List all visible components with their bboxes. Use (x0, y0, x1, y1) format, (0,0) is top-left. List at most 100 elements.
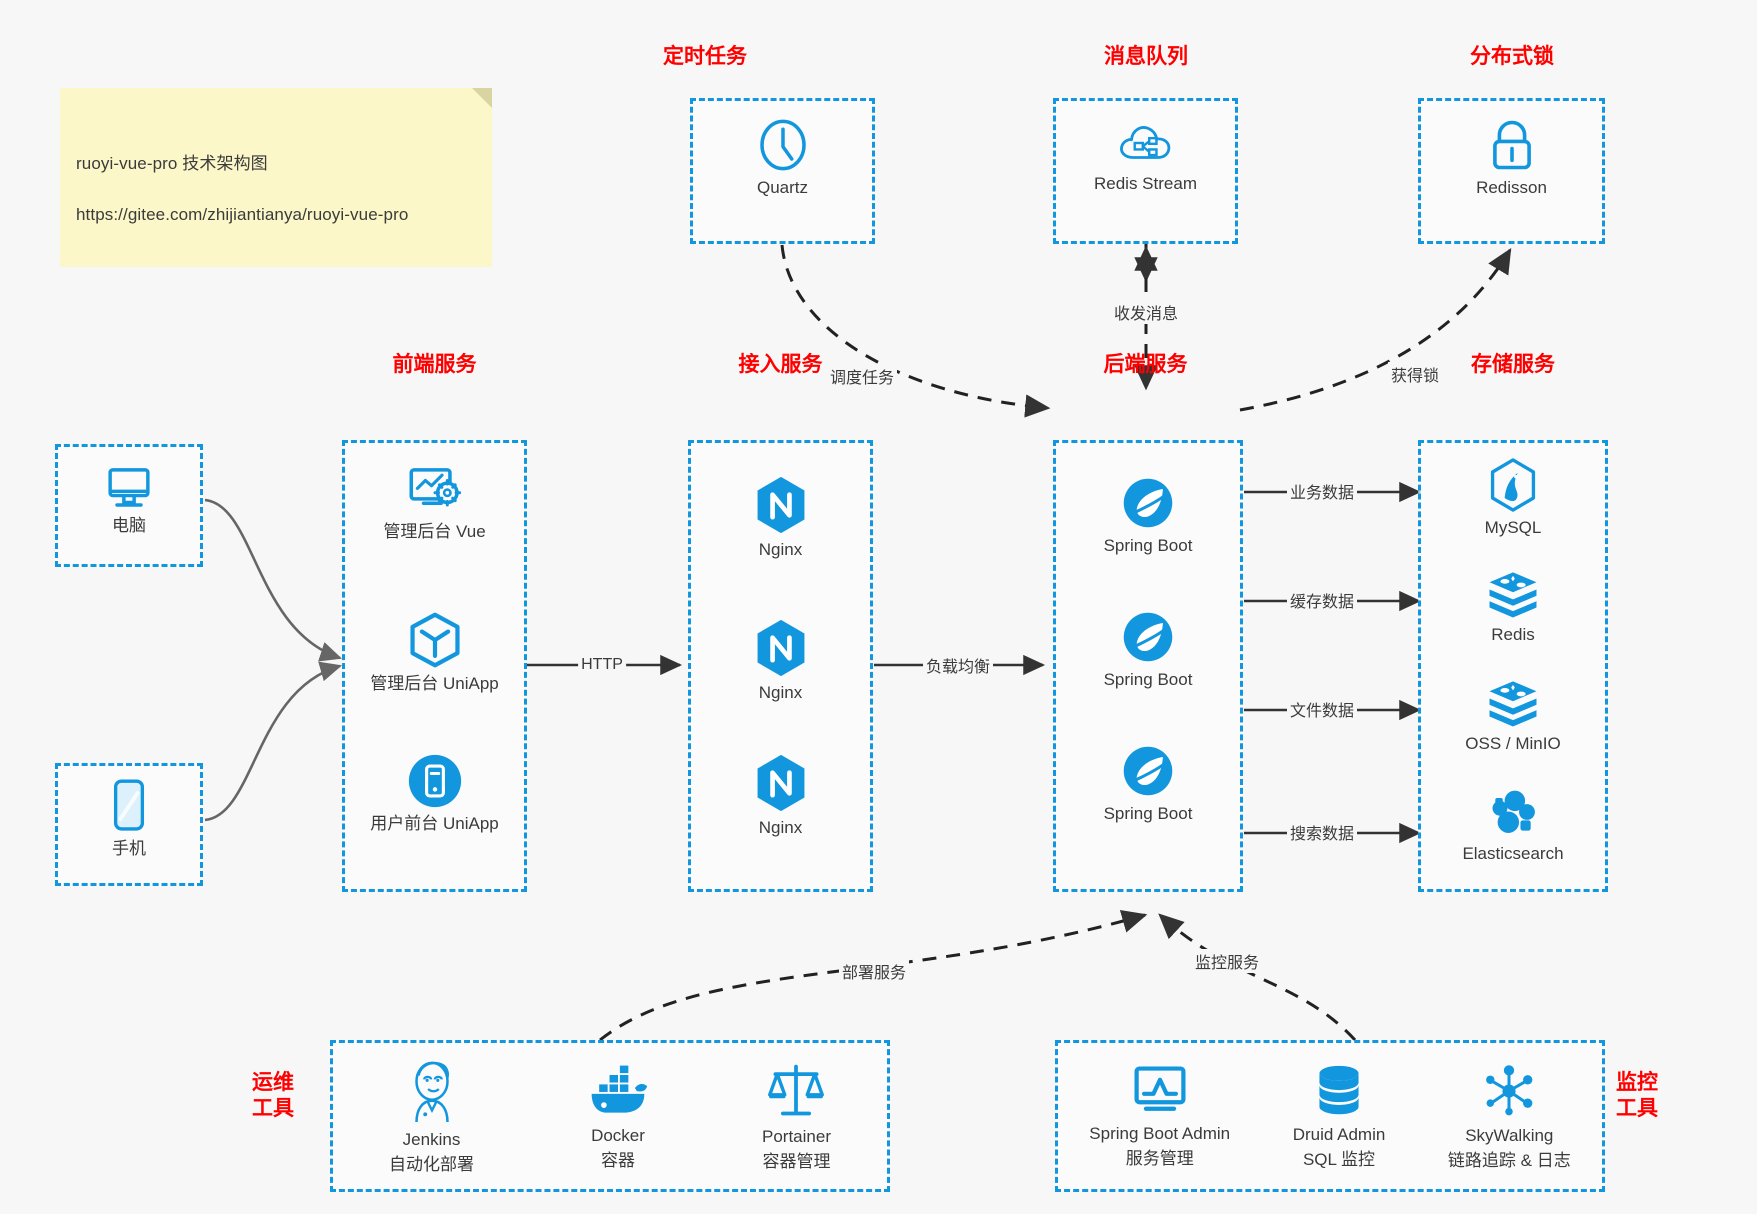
node-nginx-1[interactable]: Nginx (691, 475, 870, 561)
spring-boot-icon (1056, 743, 1240, 799)
node-label: Nginx (758, 818, 803, 837)
client-box-mobile: 手机 (55, 763, 203, 886)
cloud-stream-icon (1056, 117, 1235, 169)
node-label: OSS / MinIO (1465, 734, 1561, 753)
tool-label: Portainer (762, 1126, 831, 1146)
mobile-app-icon (345, 753, 524, 809)
skywalking-icon (1448, 1062, 1571, 1120)
dashboard-gear-icon (345, 465, 524, 517)
group-box-monitor: Spring Boot Admin 服务管理 Druid Admin S (1055, 1040, 1605, 1192)
edge-label-file-data: 文件数据 (1286, 697, 1358, 721)
edge-label-load-balance: 负载均衡 (922, 653, 994, 677)
group-title-lock: 分布式锁 (1470, 45, 1554, 68)
tool-label: Docker (591, 1125, 645, 1145)
node-redisson[interactable]: Redisson (1421, 117, 1602, 199)
lock-icon (1421, 117, 1602, 173)
group-title-gateway: 接入服务 (738, 353, 823, 376)
group-title-storage: 存储服务 (1471, 353, 1555, 376)
node-label: 手机 (112, 839, 146, 858)
node-mysql[interactable]: MySQL (1421, 457, 1605, 539)
scales-icon (762, 1061, 831, 1121)
edge-label-deploy-service: 部署服务 (838, 959, 910, 983)
tool-label: SkyWalking (1465, 1125, 1554, 1145)
node-label: Spring Boot (1103, 536, 1193, 555)
desktop-icon (58, 463, 200, 511)
node-label: Redis Stream (1094, 174, 1197, 193)
node-quartz[interactable]: Quartz (693, 117, 872, 199)
redis-stack-icon (1421, 677, 1605, 729)
elasticsearch-icon (1421, 785, 1605, 839)
node-label: Elasticsearch (1462, 844, 1564, 863)
node-desktop[interactable]: 电脑 (58, 463, 200, 537)
note-fold-corner (472, 88, 492, 108)
diagram-note: ruoyi-vue-pro 技术架构图 https://gitee.com/zh… (60, 88, 492, 267)
client-box-desktop: 电脑 (55, 444, 203, 567)
group-title-monitor: 监控 工具 (1616, 1071, 1658, 1121)
node-mobile[interactable]: 手机 (58, 778, 200, 860)
node-oss-minio[interactable]: OSS / MinIO (1421, 677, 1605, 755)
mobile-icon (58, 778, 200, 834)
node-label: Spring Boot (1103, 670, 1193, 689)
node-label: 管理后台 Vue (383, 522, 486, 541)
group-box-devops: Jenkins 自动化部署 (330, 1040, 890, 1192)
redis-icon (1421, 568, 1605, 620)
node-user-uniapp[interactable]: 用户前台 UniApp (345, 753, 524, 835)
nginx-icon (691, 618, 870, 678)
node-label: 用户前台 UniApp (370, 814, 499, 833)
node-nginx-3[interactable]: Nginx (691, 753, 870, 839)
group-title-backend: 后端服务 (1103, 353, 1188, 376)
group-title-devops: 运维 工具 (252, 1071, 294, 1121)
edge-label-schedule-task: 调度任务 (826, 364, 898, 388)
node-redis-stream[interactable]: Redis Stream (1056, 117, 1235, 195)
docker-icon (586, 1062, 650, 1120)
tool-docker[interactable]: Docker 容器 (586, 1062, 650, 1171)
group-title-frontend: 前端服务 (392, 353, 477, 376)
nginx-icon (691, 753, 870, 813)
tool-label: Jenkins (402, 1129, 461, 1149)
group-box-frontend: 管理后台 Vue 管理后台 UniApp 用户前台 UniApp (342, 440, 527, 892)
tool-sublabel: 容器管理 (762, 1151, 831, 1171)
tool-druid-admin[interactable]: Druid Admin SQL 监控 (1292, 1063, 1386, 1170)
clock-icon (693, 117, 872, 173)
tool-jenkins[interactable]: Jenkins 自动化部署 (389, 1058, 474, 1175)
group-box-storage: MySQL Redis (1418, 440, 1608, 892)
tool-label: Druid Admin (1292, 1124, 1386, 1144)
tool-sublabel: 容器 (601, 1150, 635, 1170)
edge-label-http: HTTP (578, 656, 626, 674)
edge-label-acquire-lock: 获得锁 (1387, 362, 1443, 386)
group-title-mq: 消息队列 (1104, 45, 1188, 68)
node-spring-boot-1[interactable]: Spring Boot (1056, 475, 1240, 557)
node-label: Redis (1491, 625, 1535, 644)
nginx-icon (691, 475, 870, 535)
node-admin-vue[interactable]: 管理后台 Vue (345, 465, 524, 543)
node-admin-uniapp[interactable]: 管理后台 UniApp (345, 611, 524, 695)
edge-label-business-data: 业务数据 (1286, 479, 1358, 503)
tool-sublabel: 服务管理 (1125, 1148, 1194, 1168)
node-nginx-2[interactable]: Nginx (691, 618, 870, 704)
node-label: 电脑 (112, 516, 146, 535)
database-icon (1293, 1063, 1386, 1119)
node-label: Redisson (1476, 178, 1547, 197)
group-box-gateway: Nginx Nginx Nginx (688, 440, 873, 892)
note-url: https://gitee.com/zhijiantianya/ruoyi-vu… (76, 205, 409, 224)
node-elasticsearch[interactable]: Elasticsearch (1421, 785, 1605, 865)
node-label: Nginx (758, 540, 803, 559)
node-label: Spring Boot (1103, 804, 1193, 823)
group-box-backend: Spring Boot Spring Boot Spring Boot (1053, 440, 1243, 892)
edge-label-cache-data: 缓存数据 (1286, 588, 1358, 612)
node-spring-boot-3[interactable]: Spring Boot (1056, 743, 1240, 825)
group-box-scheduler: Quartz (690, 98, 875, 244)
tool-skywalking[interactable]: SkyWalking 链路追踪 & 日志 (1448, 1062, 1571, 1171)
jenkins-icon (389, 1058, 474, 1124)
tool-portainer[interactable]: Portainer 容器管理 (762, 1061, 831, 1172)
node-label: Nginx (758, 683, 803, 702)
node-redis[interactable]: Redis (1421, 568, 1605, 646)
note-title: ruoyi-vue-pro 技术架构图 (76, 154, 268, 173)
hexagon-cube-icon (345, 611, 524, 669)
mysql-icon (1421, 457, 1605, 513)
tool-spring-boot-admin[interactable]: Spring Boot Admin 服务管理 (1089, 1064, 1230, 1169)
node-label: 管理后台 UniApp (370, 674, 499, 693)
node-label: Quartz (756, 178, 809, 197)
node-spring-boot-2[interactable]: Spring Boot (1056, 609, 1240, 691)
